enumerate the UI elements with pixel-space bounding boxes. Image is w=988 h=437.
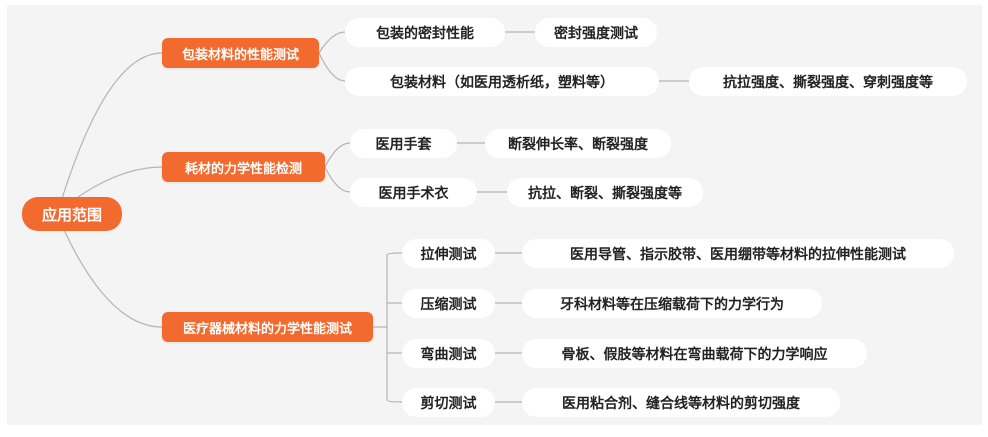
sub-node-surgical-gown[interactable]: 医用手术衣 — [350, 178, 477, 207]
link-bracket-sub-1 — [386, 252, 403, 256]
leaf-node-elongation-break-strength[interactable]: 断裂伸长率、断裂强度 — [485, 129, 671, 158]
connector-lines — [59, 31, 689, 403]
leaf-node-tensile-tear-puncture[interactable]: 抗拉强度、撕裂强度、穿刺强度等 — [689, 67, 967, 96]
link-root-branch-1 — [59, 52, 163, 206]
link-root-branch-3 — [59, 220, 163, 328]
link-branch-1-sub-2 — [318, 52, 346, 82]
branch-device-material-mechanics[interactable]: 医疗器械材料的力学性能测试 — [162, 312, 373, 342]
leaf-node-tensile-break-tear[interactable]: 抗拉、断裂、撕裂强度等 — [507, 178, 703, 207]
sub-node-medical-gloves[interactable]: 医用手套 — [350, 129, 457, 158]
sub-node-packaging-materials[interactable]: 包装材料（如医用透析纸，塑料等） — [345, 67, 659, 96]
branch-packaging-performance[interactable]: 包装材料的性能测试 — [162, 38, 319, 68]
sub-node-compression-test[interactable]: 压缩测试 — [402, 289, 495, 318]
branch-consumables-mechanics[interactable]: 耗材的力学性能检测 — [162, 152, 325, 182]
mindmap-canvas: 应用范围 包装材料的性能测试 包装的密封性能 密封强度测试 包装材料（如医用透析… — [7, 5, 982, 425]
sub-node-package-sealing[interactable]: 包装的密封性能 — [345, 18, 505, 47]
link-bracket-sub-4 — [386, 399, 403, 403]
root-node[interactable]: 应用范围 — [22, 197, 122, 231]
link-branch-2-sub-2 — [324, 166, 351, 193]
leaf-node-shear-strength[interactable]: 医用粘合剂、缝合线等材料的剪切强度 — [522, 388, 840, 417]
link-branch-1-sub-1 — [318, 31, 346, 54]
leaf-node-seal-strength-test[interactable]: 密封强度测试 — [535, 18, 657, 47]
link-branch-3-bracket — [373, 255, 388, 400]
link-branch-2-sub-1 — [324, 142, 351, 168]
leaf-node-bending-response[interactable]: 骨板、假肢等材料在弯曲载荷下的力学响应 — [522, 339, 867, 368]
leaf-node-tensile-performance[interactable]: 医用导管、指示胶带、医用绷带等材料的拉伸性能测试 — [522, 239, 954, 268]
sub-node-bending-test[interactable]: 弯曲测试 — [402, 339, 495, 368]
sub-node-tensile-test[interactable]: 拉伸测试 — [402, 239, 495, 268]
sub-node-shear-test[interactable]: 剪切测试 — [402, 388, 495, 417]
leaf-node-compression-behavior[interactable]: 牙科材料等在压缩载荷下的力学行为 — [522, 289, 822, 318]
